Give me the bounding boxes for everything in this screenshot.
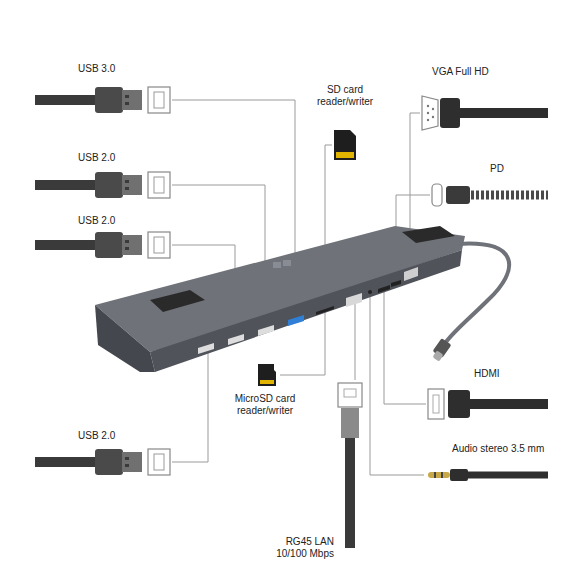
port-label: PD [490,163,504,175]
usb-plug [35,449,170,475]
microsd-card-icon [258,364,276,386]
hdmi-plug [428,389,548,419]
port-label: Audio stereo 3.5 mm [452,443,544,455]
usb-plug [35,232,170,258]
rj45-plug [338,383,362,548]
port-label: USB 2.0 [78,152,115,164]
port-label: HDMI [474,368,500,380]
port-label: SD card reader/writer [312,84,378,108]
port-label: MicroSD card reader/writer [228,393,302,417]
port-label: USB 3.0 [78,63,115,75]
port-label: USB 2.0 [78,430,115,442]
usb-c-plug [432,184,548,206]
usb-plug [35,172,170,198]
port-label: VGA Full HD [432,66,489,78]
audio-jack [428,469,548,481]
port-label: USB 2.0 [78,215,115,227]
port-label: RG45 LAN 10/100 Mbps [266,536,334,560]
usb-plug [35,87,170,113]
vga-plug [422,96,548,130]
sd-card-icon [334,130,356,160]
